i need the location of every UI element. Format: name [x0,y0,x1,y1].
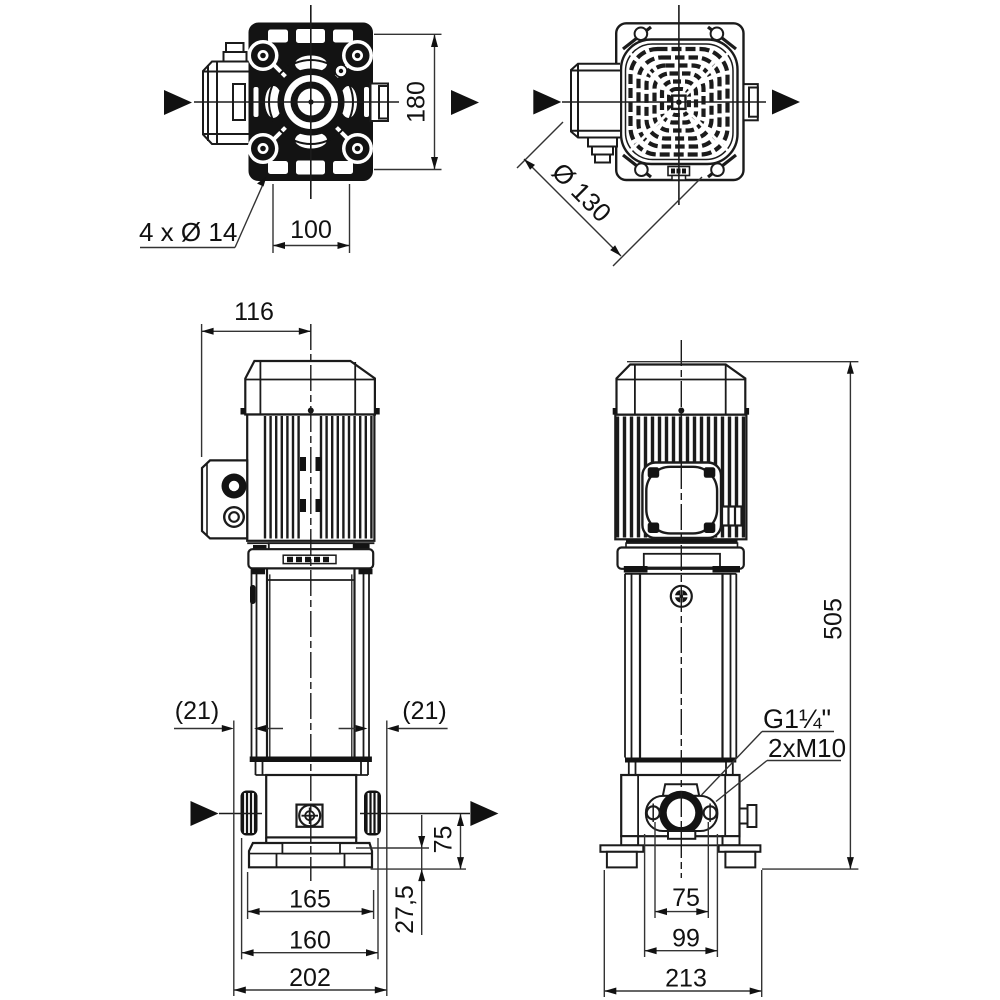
svg-text:75: 75 [672,884,700,912]
svg-text:180: 180 [403,81,431,123]
svg-text:75: 75 [430,826,458,854]
svg-text:116: 116 [234,298,274,326]
svg-text:(21): (21) [175,697,219,725]
svg-text:G1¼": G1¼" [763,704,831,734]
svg-text:100: 100 [290,216,332,244]
svg-text:165: 165 [289,886,331,914]
svg-text:4 x Ø 14: 4 x Ø 14 [139,217,237,247]
svg-text:(21): (21) [402,697,446,725]
svg-text:27,5: 27,5 [391,885,419,934]
svg-text:213: 213 [665,965,707,993]
svg-text:160: 160 [289,927,331,955]
svg-text:505: 505 [820,598,848,640]
svg-text:2xM10: 2xM10 [768,733,846,763]
svg-text:99: 99 [672,925,700,953]
svg-text:202: 202 [289,964,331,992]
